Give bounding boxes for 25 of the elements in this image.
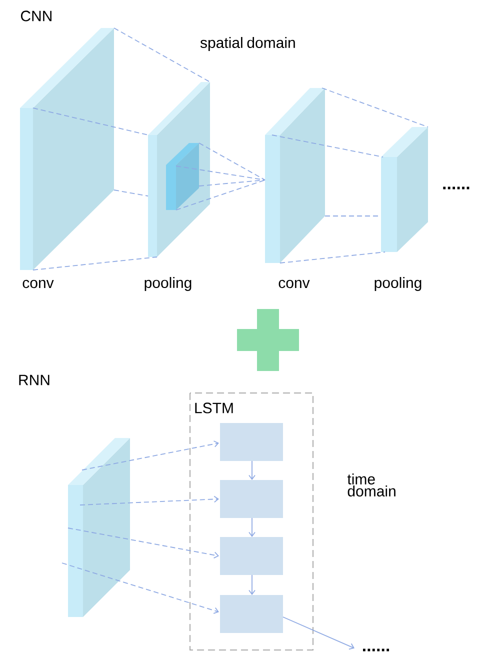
section-label: RNN — [19, 374, 50, 386]
layer-slab-drawing — [68, 438, 130, 617]
arrow — [248, 574, 256, 595]
lstm-cell — [220, 537, 283, 575]
lstm-cell — [220, 595, 283, 633]
projection-line — [198, 180, 266, 186]
section-label: time domain — [347, 474, 396, 496]
arrow — [248, 460, 256, 480]
arrow — [282, 616, 354, 650]
section-label: spatial domain — [200, 37, 295, 51]
arrow — [248, 518, 256, 537]
layer-label: conv — [278, 280, 310, 288]
section-label: CNN — [20, 10, 52, 22]
arrow — [80, 496, 219, 506]
layer-label: conv — [22, 280, 54, 288]
lstm-cell — [220, 480, 283, 518]
projection-line — [114, 28, 210, 82]
layer-label: pooling — [374, 277, 422, 291]
lstm-cell — [220, 423, 283, 461]
group-title: LSTM — [195, 402, 233, 414]
arrow — [82, 440, 219, 470]
projection-line — [322, 88, 428, 128]
layer-label: pooling — [144, 277, 192, 291]
ellipsis-text: ...... — [363, 648, 390, 652]
projection-line — [114, 190, 148, 196]
